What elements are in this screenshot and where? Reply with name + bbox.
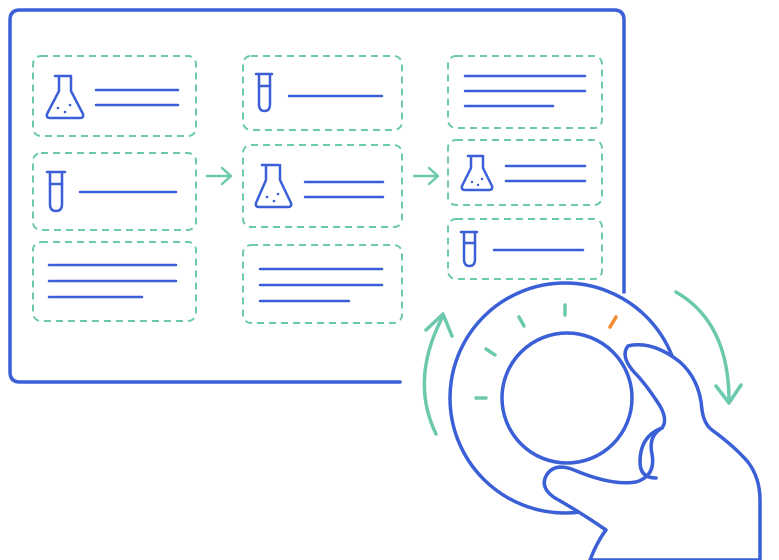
card-text: [242, 244, 403, 324]
card-text: [32, 241, 197, 322]
card-flask: [32, 55, 197, 137]
arrow-right-icon: [412, 166, 440, 186]
arrow-right-icon: [205, 166, 233, 186]
rotate-arrow-icon: [422, 312, 454, 436]
dial-ticks: [474, 303, 618, 400]
hand-icon: [542, 343, 762, 560]
dial[interactable]: [448, 281, 682, 515]
card-flask: [447, 139, 603, 206]
flask-icon: [45, 74, 85, 120]
column-1: [32, 55, 197, 322]
test-tube-icon: [459, 230, 479, 268]
dial-knob[interactable]: [500, 331, 634, 465]
column-2: [242, 55, 403, 324]
card-test-tube: [242, 55, 403, 131]
card-test-tube: [447, 218, 603, 280]
rotate-arrow-icon: [674, 290, 743, 405]
test-tube-icon: [45, 170, 67, 213]
flask-icon: [460, 154, 494, 192]
column-3: [447, 55, 603, 280]
flask-icon: [254, 163, 293, 209]
board-frame: [8, 8, 626, 384]
card-test-tube: [32, 152, 197, 231]
test-tube-icon: [254, 72, 274, 113]
card-flask: [242, 144, 403, 228]
dial-indicator: [608, 315, 618, 329]
card-text: [447, 55, 603, 129]
